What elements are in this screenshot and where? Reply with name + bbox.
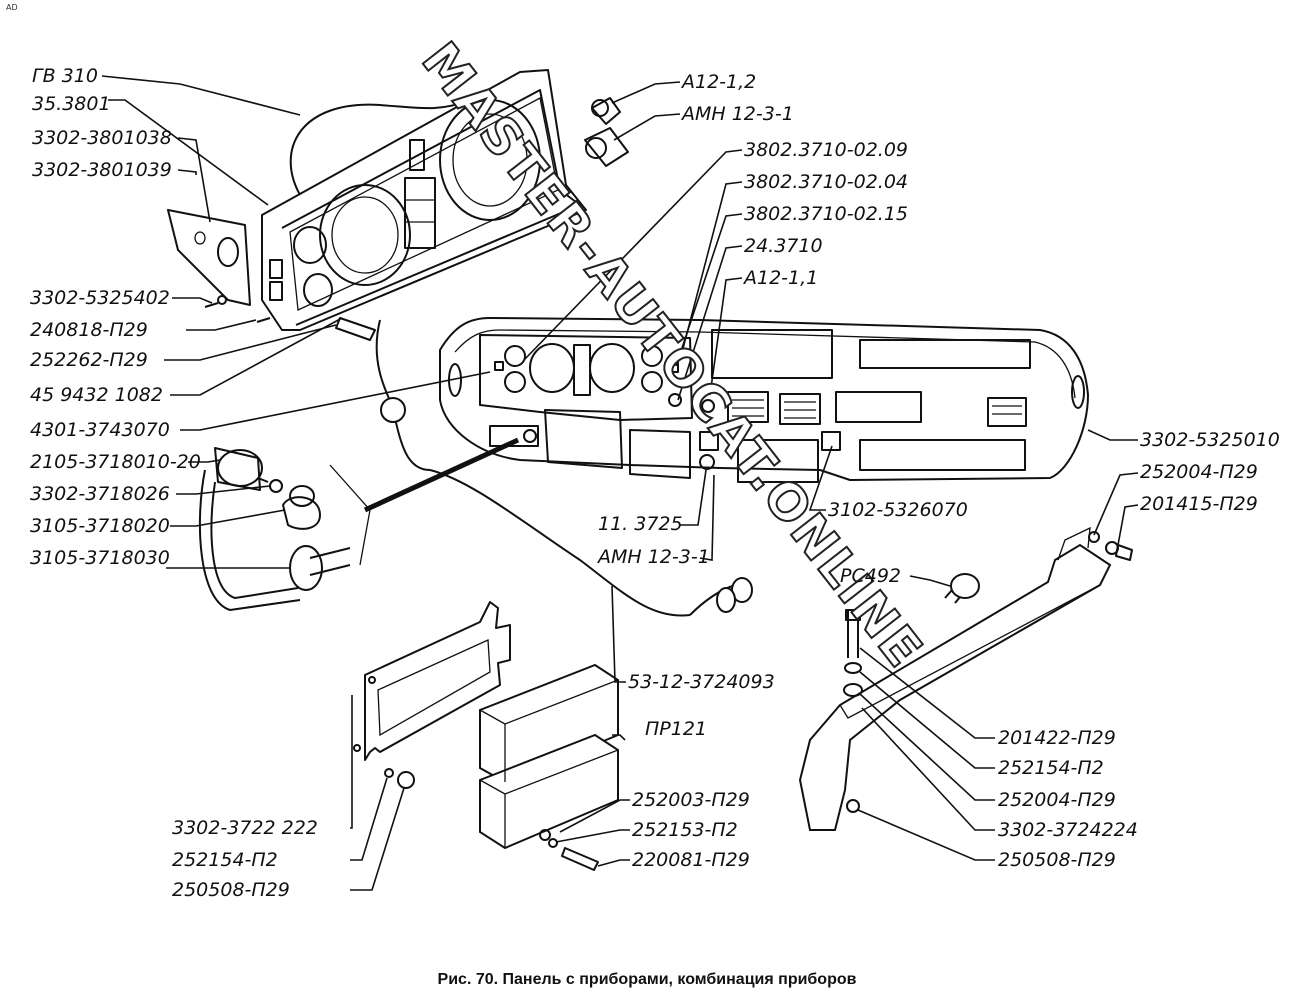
label-3302-5325010: 3302-5325010	[1140, 429, 1280, 451]
label-252003-p29: 252003-П29	[632, 789, 750, 811]
label-3302-5325402: 3302-5325402	[30, 287, 170, 309]
label-252262-p29: 252262-П29	[30, 349, 148, 371]
label-11-3725: 11. 3725	[598, 513, 683, 535]
light-switch-drawing	[198, 437, 520, 611]
lower-trim-drawing	[798, 526, 1133, 831]
label-45-9432-1082: 45 9432 1082	[30, 384, 163, 406]
label-3302-3724224: 3302-3724224	[998, 819, 1138, 841]
label-4301-3743070: 4301-3743070	[30, 419, 170, 441]
label-35-3801: 35.3801	[32, 93, 111, 115]
label-2105-3718010-20: 2105-3718010-20	[30, 451, 201, 473]
label-250508-p29-right: 250508-П29	[998, 849, 1116, 871]
label-3302-3718026: 3302-3718026	[30, 483, 170, 505]
label-3102-5326070: 3102-5326070	[828, 499, 968, 521]
label-252153-p2: 252153-П2	[632, 819, 738, 841]
figure-caption: Рис. 70. Панель с приборами, комбинация …	[438, 971, 857, 988]
label-a12-1-2: А12-1,2	[680, 71, 756, 93]
label-201422-p29: 201422-П29	[998, 727, 1116, 749]
part-labels: ГВ 310 35.3801 3302-3801038 3302-3801039…	[30, 65, 1280, 901]
label-201415-p29: 201415-П29	[1140, 493, 1258, 515]
label-3105-3718030: 3105-3718030	[30, 547, 170, 569]
label-24-3710: 24.3710	[744, 235, 823, 257]
label-220081-p29: 220081-П29	[632, 849, 750, 871]
label-amn-12-3-1-top: АМН 12-3-1	[680, 103, 794, 125]
leader-lines	[101, 75, 1139, 891]
label-3105-3718020: 3105-3718020	[30, 515, 170, 537]
label-gv310: ГВ 310	[32, 65, 98, 87]
label-250508-p29-left: 250508-П29	[172, 879, 290, 901]
label-a12-1-1: А12-1,1	[742, 267, 818, 289]
label-240818-p29: 240818-П29	[30, 319, 148, 341]
label-3302-3801039: 3302-3801039	[32, 159, 172, 181]
label-3302-3801038: 3302-3801038	[32, 127, 172, 149]
label-3802-3710-02-04: 3802.3710-02.04	[744, 171, 908, 193]
relay-bracket-drawing	[353, 601, 511, 789]
label-amn-12-3-1-mid: АМН 12-3-1	[596, 546, 710, 568]
corner-mark: AD	[6, 3, 18, 12]
instrument-cluster-drawing	[167, 69, 587, 471]
label-53-12-3724093: 53-12-3724093	[628, 671, 775, 693]
label-rs492: РС492	[840, 565, 901, 587]
speedometer-cable-drawing	[429, 469, 753, 617]
label-3302-3722222: 3302-3722 222	[172, 817, 318, 839]
dashboard-drawing	[439, 317, 1089, 483]
relay-blocks-drawing	[479, 663, 619, 871]
bulbs-drawing	[584, 97, 629, 167]
label-252154-p2-left: 252154-П2	[172, 849, 278, 871]
label-3802-3710-02-09: 3802.3710-02.09	[744, 139, 908, 161]
label-3802-3710-02-15: 3802.3710-02.15	[744, 203, 908, 225]
label-252004-p29-right: 252004-П29	[998, 789, 1116, 811]
label-pr121: ПР121	[645, 718, 707, 740]
label-252004-p29-top: 252004-П29	[1140, 461, 1258, 483]
label-252154-p2-right: 252154-П2	[998, 757, 1104, 779]
